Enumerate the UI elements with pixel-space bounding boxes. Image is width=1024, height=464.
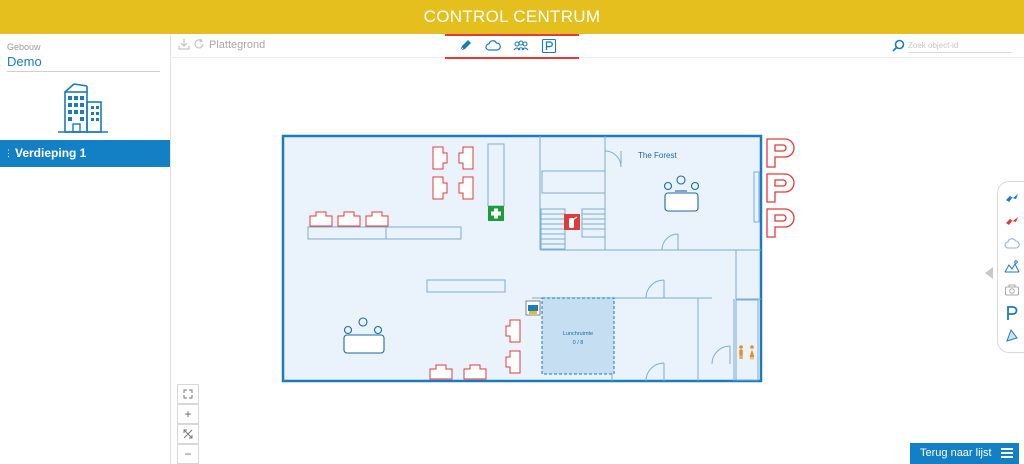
floor-item-verdieping-1[interactable]: ⋮⋮ Verdieping 1: [0, 140, 170, 167]
view-title: Plattegrond: [209, 39, 266, 51]
room-label-forest: The Forest: [638, 151, 677, 160]
drag-handle-icon: ⋮⋮: [4, 148, 22, 158]
plus-icon: +: [184, 407, 192, 421]
alert-signal-icon[interactable]: [1004, 213, 1020, 229]
app-title: CONTROL CENTRUM: [423, 7, 601, 26]
restroom-icon: [739, 345, 755, 360]
refresh-icon[interactable]: [193, 38, 205, 50]
lunch-room-name: Lunchruimte: [563, 331, 593, 337]
people-icon[interactable]: [513, 38, 529, 54]
parking-icon[interactable]: [541, 38, 557, 54]
printer-icon[interactable]: [525, 300, 541, 316]
zoom-controls: + −: [177, 384, 199, 464]
cloud-layer-icon[interactable]: [1004, 236, 1020, 252]
meeting-table-left[interactable]: [343, 317, 385, 354]
first-aid-icon[interactable]: [488, 206, 504, 221]
pen-icon[interactable]: [457, 38, 473, 54]
wifi-signal-icon[interactable]: [1004, 190, 1020, 206]
interior-walls: [307, 136, 761, 382]
back-to-list-button[interactable]: Terug naar lijst: [910, 443, 1019, 464]
floorplan: Lunchruimte 0 / 8 The Forest: [281, 134, 795, 383]
zoom-out-button[interactable]: −: [177, 444, 199, 464]
meeting-table-forest[interactable]: [663, 175, 700, 212]
panel-collapse-arrow-icon[interactable]: [985, 267, 993, 279]
sidebar: Gebouw Demo ⋮⋮: [0, 34, 171, 464]
menu-icon: [1001, 448, 1013, 460]
floorplan-canvas[interactable]: Lunchruimte 0 / 8 The Forest: [172, 59, 1024, 464]
desk-cluster-top[interactable]: [432, 146, 474, 200]
download-icon[interactable]: [178, 38, 190, 50]
fullscreen-button[interactable]: [177, 384, 199, 404]
minus-icon: −: [184, 447, 192, 461]
location-shape-icon[interactable]: [1004, 328, 1020, 344]
mode-bottom-line: [445, 57, 579, 59]
zoom-in-button[interactable]: +: [177, 404, 199, 424]
parking-spots[interactable]: [766, 138, 795, 238]
camera-icon[interactable]: [1004, 282, 1020, 298]
building-underline: [7, 71, 160, 72]
expand-icon: [183, 389, 193, 399]
desk-row-left[interactable]: [309, 211, 389, 227]
building-label: Gebouw: [7, 42, 41, 52]
mode-switcher: [445, 34, 579, 59]
layer-panel: [997, 181, 1024, 353]
search-icon[interactable]: [892, 39, 905, 52]
back-to-list-label: Terug naar lijst: [920, 447, 992, 459]
lunch-room-occupancy: 0 / 8: [573, 340, 584, 346]
fit-screen-icon: [183, 429, 193, 439]
desk-cluster-bottom[interactable]: [505, 319, 521, 374]
fit-button[interactable]: [177, 424, 199, 444]
fire-extinguisher-icon[interactable]: [564, 214, 580, 230]
top-bar: CONTROL CENTRUM: [0, 0, 1024, 34]
lunch-room[interactable]: Lunchruimte 0 / 8: [541, 297, 615, 375]
landscape-icon[interactable]: [1004, 259, 1020, 275]
building-icon: [58, 83, 108, 133]
mode-top-line: [445, 34, 579, 36]
cloud-icon[interactable]: [485, 38, 501, 54]
floor-item-label: Verdieping 1: [15, 146, 87, 160]
search-input[interactable]: [908, 39, 1012, 53]
toolbar: Plattegrond: [172, 34, 1024, 59]
parking-layer-icon[interactable]: [1004, 305, 1020, 321]
desk-row-bottom[interactable]: [429, 364, 487, 380]
building-select[interactable]: Demo: [7, 54, 42, 69]
